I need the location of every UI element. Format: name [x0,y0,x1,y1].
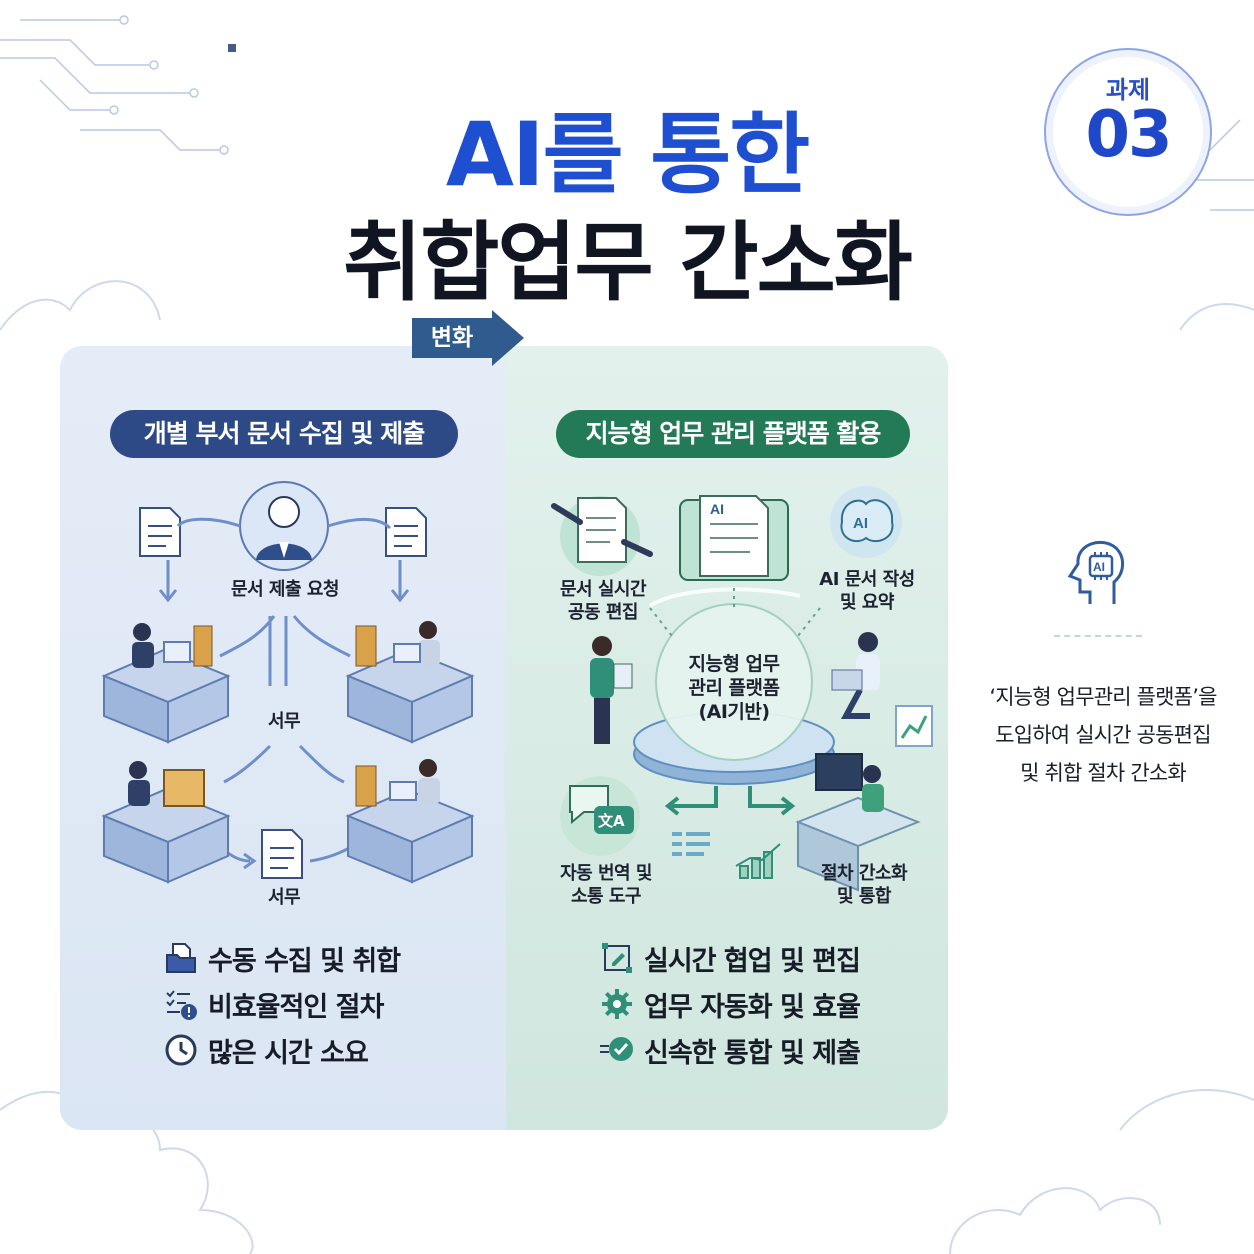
fast-check-icon [600,1037,633,1061]
right-feature-2: 업무 자동화 및 효율 [600,984,861,1024]
office-desk-bottom-right [345,759,475,884]
left-feature-1-text: 수동 수집 및 취합 [208,945,401,977]
right-feature-1-text: 실시간 협업 및 편집 [644,945,861,977]
simplify-label-line-2: 및 통합 [837,886,891,907]
work-label-1: 서무 [267,711,301,732]
title-line-2: 취합업무 간소화 [343,213,913,313]
clock-icon [165,1034,197,1066]
change-arrow [412,310,524,366]
translate-label-line-1: 자동 번역 및 [560,863,652,884]
right-feature-3-text: 신속한 통합 및 제출 [644,1037,861,1069]
ai-doc-text: AI [710,501,724,517]
small-list-icon [672,832,710,856]
translate-bubble-icon: 文A [560,776,640,856]
simplify-label-line-1: 절차 간소화 [820,863,908,884]
translate-text: 文A [598,812,625,830]
checklist-warning-icon [166,990,197,1020]
ai-head-icon: AI [1067,540,1124,604]
brain-text: AI [853,515,868,532]
badge-number: 03 [1085,98,1172,172]
work-label-2: 서무 [267,887,301,908]
translate-label: 자동 번역 및 소통 도구 [542,862,670,908]
document-icon-right [385,507,427,557]
left-feature-2-text: 비효율적인 절차 [208,991,384,1023]
collab-label-line-1: 문서 실시간 [559,579,647,600]
right-header: 지능형 업무 관리 플랫폼 활용 [556,410,910,458]
collab-edit-illustration [551,496,653,576]
left-feature-3: 많은 시간 소요 [164,1030,369,1070]
side-description: ‘지능형 업무관리 플랫폼’을 도입하여 실시간 공동편집 및 취합 절차 간소… [960,678,1246,792]
office-desk-bottom-left [101,761,231,884]
manager-person-icon [239,481,329,571]
task-badge: 과제 03 [1044,48,1212,216]
platform-label-line-2: 관리 플랫폼 [688,677,780,699]
right-feature-3: 신속한 통합 및 제출 [600,1030,861,1070]
office-desk-top-left [101,623,231,744]
platform-label: 지능형 업무 관리 플랫폼 (AI기반) [664,652,804,724]
side-description-line-3: 및 취합 절차 간소화 [1020,761,1187,785]
gear-icon [602,989,632,1019]
edit-collaboration-icon [602,943,632,973]
side-chip-text: AI [1093,560,1105,574]
document-icon-left [139,507,181,557]
left-feature-1: 수동 수집 및 취합 [164,938,401,978]
workflow-illustration: AI AI [101,481,933,892]
collab-label: 문서 실시간 공동 편집 [538,578,668,624]
platform-label-line-3: (AI기반) [698,701,770,723]
monitor-desk-illustration [795,753,921,892]
left-panel-background [60,346,506,1130]
ai-write-label: AI 문서 작성 및 요약 [802,568,932,614]
folder-document-icon [166,943,196,973]
side-description-line-2: 도입하여 실시간 공동편집 [995,723,1211,747]
left-header: 개별 부서 문서 수집 및 제출 [110,410,458,458]
ai-write-label-line-2: 및 요약 [840,592,894,613]
title-line-1: AI를 통한 [445,103,810,206]
document-icon-bottom [261,829,303,879]
man-laptop-illustration [831,632,933,747]
change-label: 변화 [430,325,474,351]
right-feature-1: 실시간 협업 및 편집 [600,938,861,978]
ai-write-label-line-1: AI 문서 작성 [819,569,915,590]
side-divider [1054,635,1142,637]
small-bar-chart-icon [735,843,781,879]
collab-label-line-2: 공동 편집 [567,602,639,623]
platform-label-line-1: 지능형 업무 [688,653,780,675]
side-description-line-1: ‘지능형 업무관리 플랫폼’을 [989,685,1217,709]
ai-brain-icon: AI [830,486,902,558]
ai-document-illustration: AI [679,495,789,581]
office-desk-top-right [345,621,475,744]
comparison-panel: AI AI [60,346,948,1130]
left-feature-3-text: 많은 시간 소요 [208,1037,369,1069]
simplify-label: 절차 간소화 및 통합 [800,862,928,908]
request-label: 문서 제출 요청 [231,579,339,600]
platform-disc [633,587,835,785]
right-feature-2-text: 업무 자동화 및 효율 [644,991,861,1023]
left-feature-2: 비효율적인 절차 [164,984,384,1024]
translate-label-line-2: 소통 도구 [570,886,642,907]
woman-presenter-illustration [590,636,633,744]
badge-label: 과제 [1105,76,1151,104]
